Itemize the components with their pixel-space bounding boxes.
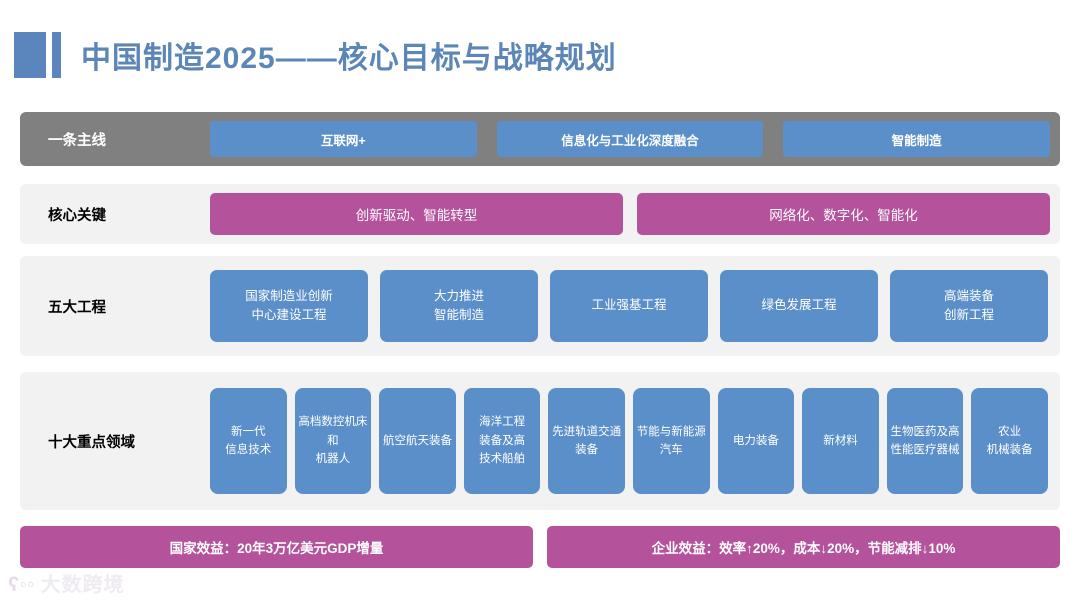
card-field-1[interactable]: 新一代 信息技术: [210, 388, 287, 494]
card-project-4[interactable]: 绿色发展工程: [720, 270, 878, 342]
card-field-7[interactable]: 电力装备: [717, 388, 795, 494]
benefits-row: 国家效益：20年3万亿美元GDP增量 企业效益：效率↑20%，成本↓20%，节能…: [20, 526, 1060, 568]
card-project-5[interactable]: 高端装备 创新工程: [890, 270, 1048, 342]
card-field-3-line1: 航空航天装备: [382, 434, 452, 447]
row-items-five-projects: 国家制造业创新 中心建设工程 大力推进 智能制造 工业强基工程 绿色发展工程 高…: [210, 270, 1060, 342]
page-header: 中国制造2025——核心目标与战略规划: [0, 26, 617, 84]
row-five-projects: 五大工程 国家制造业创新 中心建设工程 大力推进 智能制造 工业强基工程 绿色发…: [20, 256, 1060, 356]
title-accent-bar: [52, 32, 61, 78]
chip-core-key-1[interactable]: 创新驱动、智能转型: [210, 193, 623, 235]
card-project-2-line2: 智能制造: [433, 308, 484, 322]
card-project-1-line2: 中心建设工程: [251, 308, 327, 322]
card-field-6-line2: 汽车: [659, 444, 683, 456]
card-field-3[interactable]: 航空航天装备: [379, 388, 456, 494]
card-field-9[interactable]: 生物医药及高 性能医疗器械: [886, 388, 964, 494]
card-project-1[interactable]: 国家制造业创新 中心建设工程: [210, 270, 368, 342]
card-field-10[interactable]: 农业 机械装备: [971, 388, 1048, 494]
card-field-7-line1: 电力装备: [732, 434, 779, 447]
card-field-4-line2: 装备及高: [479, 434, 526, 447]
title-accent-block: [14, 32, 46, 78]
card-project-4-line1: 绿色发展工程: [761, 298, 837, 313]
chip-main-line-2[interactable]: 信息化与工业化深度融合: [496, 121, 764, 157]
card-field-5-line1: 先进轨道交通: [552, 425, 622, 438]
card-field-2-line1: 高档数控机床: [298, 416, 368, 429]
row-ten-key-fields: 十大重点领域 新一代 信息技术 高档数控机床 和 机器人 航空航天装备 海洋工程…: [20, 372, 1060, 510]
benefit-enterprise[interactable]: 企业效益：效率↑20%，成本↓20%，节能减排↓10%: [547, 526, 1060, 568]
page-title: 中国制造2025——核心目标与战略规划: [81, 42, 617, 75]
card-field-5[interactable]: 先进轨道交通 装备: [548, 388, 625, 494]
card-field-2-line2: 和: [327, 434, 339, 447]
row-label-five-projects: 五大工程: [48, 299, 106, 316]
watermark: ʕ◦◦ 大数跨境: [8, 573, 125, 597]
row-items-ten-key-fields: 新一代 信息技术 高档数控机床 和 机器人 航空航天装备 海洋工程 装备及高 技…: [210, 388, 1060, 494]
card-project-5-line2: 创新工程: [943, 308, 994, 322]
row-items-main-line: 互联网+ 信息化与工业化深度融合 智能制造: [210, 121, 1060, 157]
row-label-main-line: 一条主线: [48, 132, 106, 149]
benefit-national[interactable]: 国家效益：20年3万亿美元GDP增量: [20, 526, 533, 568]
card-project-2-line1: 大力推进: [433, 288, 484, 303]
card-field-10-line1: 农业: [998, 425, 1022, 438]
card-project-3[interactable]: 工业强基工程: [550, 270, 708, 342]
row-core-keys: 核心关键 创新驱动、智能转型 网络化、数字化、智能化: [20, 184, 1060, 244]
card-field-2[interactable]: 高档数控机床 和 机器人: [294, 388, 372, 494]
card-field-8-line1: 新材料: [823, 434, 858, 447]
row-label-core-keys: 核心关键: [48, 207, 106, 224]
watermark-logo-icon: ʕ◦◦: [8, 573, 35, 596]
card-field-10-line2: 机械装备: [986, 444, 1033, 456]
chip-main-line-3[interactable]: 智能制造: [783, 121, 1051, 157]
card-field-8[interactable]: 新材料: [802, 388, 879, 494]
card-project-2[interactable]: 大力推进 智能制造: [380, 270, 538, 342]
card-field-1-line1: 新一代: [231, 425, 266, 438]
card-field-4-line3: 技术船舶: [479, 453, 526, 466]
card-field-9-line1: 生物医药及高: [890, 425, 960, 438]
row-label-ten-key-fields: 十大重点领域: [48, 434, 135, 451]
watermark-text: 大数跨境: [40, 574, 125, 596]
card-field-9-line2: 性能医疗器械: [890, 444, 960, 456]
card-project-1-line1: 国家制造业创新: [245, 288, 333, 303]
card-field-4[interactable]: 海洋工程 装备及高 技术船舶: [463, 388, 541, 494]
card-field-6-line1: 节能与新能源: [636, 425, 706, 438]
card-field-5-line2: 装备: [575, 444, 599, 456]
card-project-3-line1: 工业强基工程: [591, 298, 667, 313]
chip-core-key-2[interactable]: 网络化、数字化、智能化: [637, 193, 1050, 235]
row-main-line: 一条主线 互联网+ 信息化与工业化深度融合 智能制造: [20, 112, 1060, 166]
card-project-5-line1: 高端装备: [943, 288, 994, 303]
chip-main-line-1[interactable]: 互联网+: [210, 121, 477, 157]
card-field-2-line3: 机器人: [315, 453, 351, 466]
row-items-core-keys: 创新驱动、智能转型 网络化、数字化、智能化: [210, 193, 1060, 235]
card-field-4-line1: 海洋工程: [479, 416, 526, 429]
card-field-1-line2: 信息技术: [225, 444, 272, 456]
card-field-6[interactable]: 节能与新能源 汽车: [632, 388, 710, 494]
